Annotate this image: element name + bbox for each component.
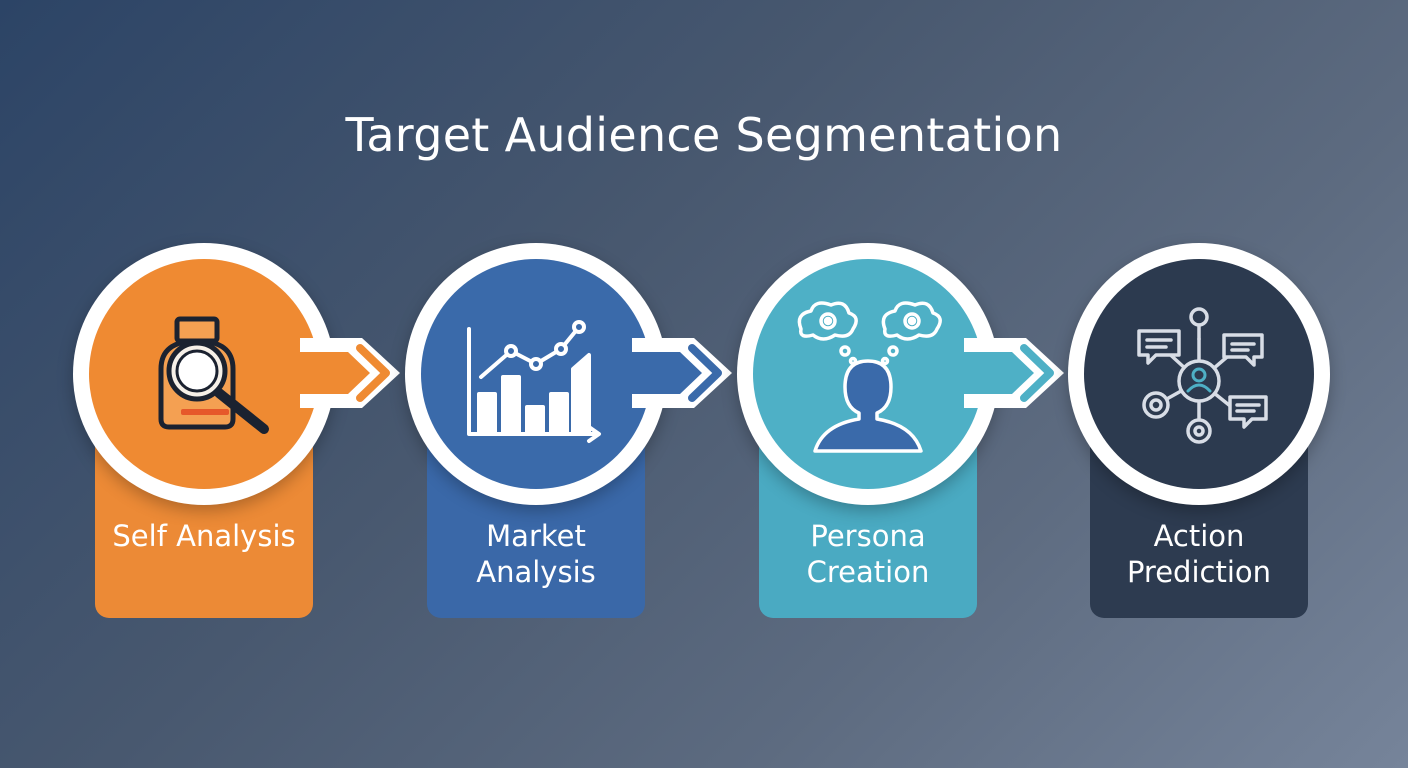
bar-line-chart-icon [467,320,601,443]
step-label: Persona Creation [806,519,930,589]
step-label: Self Analysis [112,519,296,553]
step-label: Action Prediction [1126,519,1272,589]
magnifier-person-icon [158,316,269,434]
step-market-analysis: Market Analysis [405,243,667,623]
thinking-person-icon [797,301,942,453]
step-disc [421,259,651,489]
step-self-analysis: Self Analysis [73,243,335,623]
step-label: Market Analysis [476,519,596,589]
step-persona-creation: Persona Creation [737,243,999,623]
chevron-right-icon [964,338,1064,408]
network-people-icon [1137,307,1268,444]
chevron-right-icon [632,338,732,408]
chevron-right-icon [300,338,400,408]
step-action-prediction: Action Prediction [1068,243,1330,623]
diagram-title: Target Audience Segmentation [345,108,1063,162]
